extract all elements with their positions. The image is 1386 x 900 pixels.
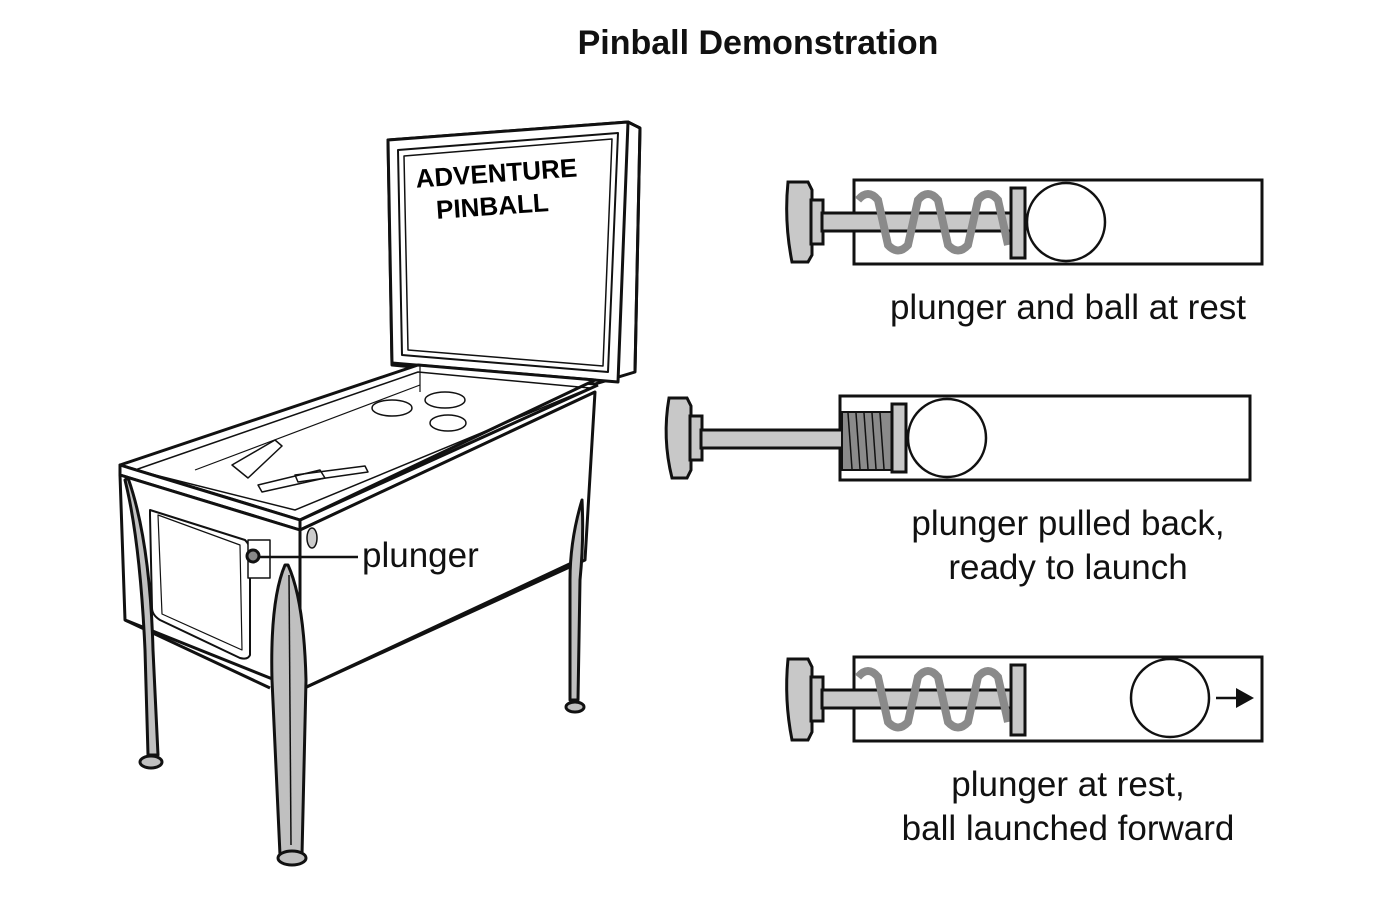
plunger-knob	[785, 180, 814, 264]
cabinet	[118, 363, 599, 692]
caption-pulled-line2: ready to launch	[948, 548, 1188, 587]
caption-pulled: plunger pulled back, ready to launch	[860, 502, 1276, 590]
ball	[1129, 657, 1211, 739]
legs	[123, 476, 586, 867]
spring	[854, 667, 1012, 732]
plunger-tip	[890, 402, 908, 474]
plunger-tip	[1009, 663, 1027, 737]
plunger-knob	[664, 396, 693, 480]
caption-rest-line1: plunger and ball at rest	[889, 288, 1247, 327]
caption-launched-line1: plunger at rest,	[951, 765, 1185, 804]
spring	[854, 190, 1012, 255]
ball	[906, 397, 988, 479]
plunger-knob	[785, 657, 814, 742]
plunger-tip	[1009, 186, 1027, 260]
backbox	[386, 120, 642, 386]
plunger-panel-rest	[785, 178, 1264, 266]
plunger-rod	[699, 428, 845, 450]
plunger-callout-label: plunger	[362, 536, 479, 575]
plunger-panel-pulled	[664, 394, 1252, 482]
plunger-panel-launched	[785, 655, 1264, 743]
caption-pulled-line1: plunger pulled back,	[911, 504, 1225, 543]
caption-rest: plunger and ball at rest	[860, 286, 1276, 330]
diagram-title: Pinball Demonstration	[577, 24, 939, 62]
caption-launched: plunger at rest, ball launched forward	[860, 763, 1276, 851]
caption-launched-line2: ball launched forward	[901, 809, 1235, 848]
ball	[1025, 181, 1107, 263]
arrow-head-icon	[1236, 688, 1254, 708]
